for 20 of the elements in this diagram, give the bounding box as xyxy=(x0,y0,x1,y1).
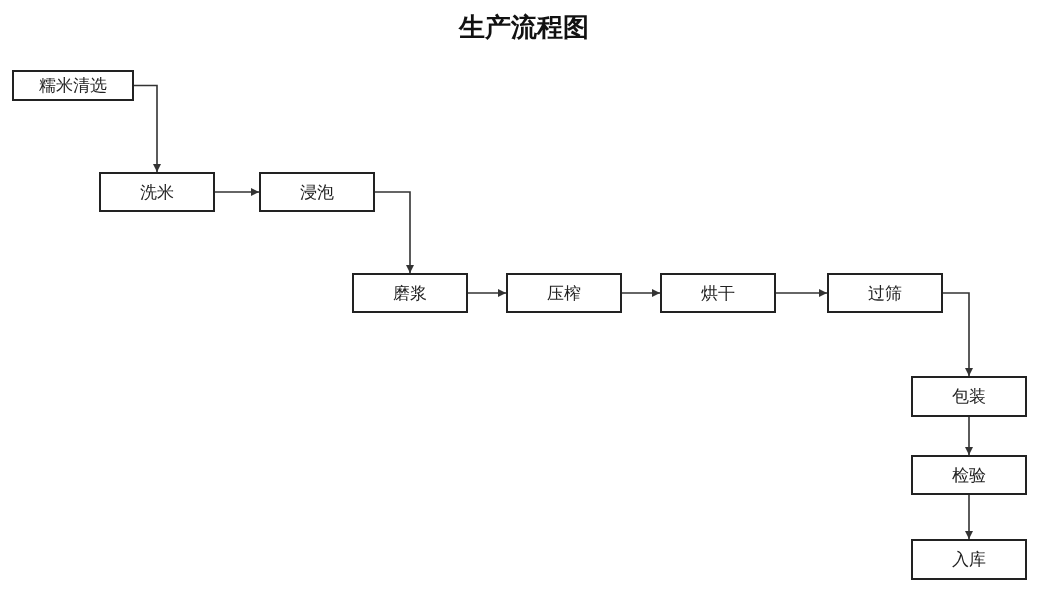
arrow xyxy=(133,84,161,173)
process-box: 压榨 xyxy=(506,273,622,313)
process-box: 洗米 xyxy=(99,172,215,212)
process-box: 检验 xyxy=(911,455,1027,495)
arrow xyxy=(214,188,260,196)
arrow xyxy=(942,292,973,377)
title: 生产流程图 xyxy=(458,12,589,42)
process-box: 入库 xyxy=(911,539,1027,580)
process-box: 包装 xyxy=(911,376,1027,417)
arrow xyxy=(965,416,973,456)
arrow xyxy=(965,494,973,540)
process-box: 烘干 xyxy=(660,273,776,313)
process-box: 过筛 xyxy=(827,273,943,313)
arrow xyxy=(775,289,828,297)
arrow xyxy=(374,191,414,274)
process-box: 磨浆 xyxy=(352,273,468,313)
arrow xyxy=(467,289,507,297)
process-box: 糯米清选 xyxy=(12,70,134,101)
arrow xyxy=(621,289,661,297)
process-box: 浸泡 xyxy=(259,172,375,212)
